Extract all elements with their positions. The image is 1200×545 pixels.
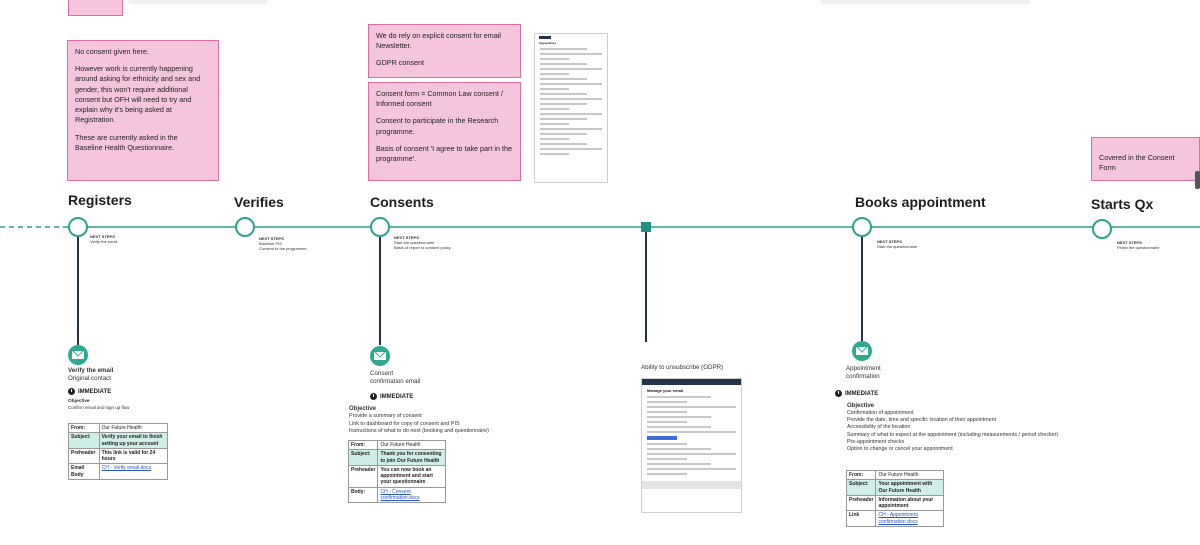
connector-unsubscribe	[645, 232, 647, 342]
unsubscribe-title: Ability to unsubscribe (GDPR)	[641, 364, 724, 371]
stage-title-books-appointment: Books appointment	[855, 194, 986, 210]
consent-email-title: Consent confirmation email	[370, 370, 421, 386]
consent-email-timing: IMMEDIATE	[370, 393, 413, 400]
top-shadow-right	[820, 0, 1030, 4]
email-icon[interactable]	[370, 346, 390, 366]
stage-node-registers[interactable]	[68, 217, 88, 237]
connector-registers	[77, 237, 79, 345]
clock-icon	[370, 393, 377, 400]
unsubscribe-page-thumbnail[interactable]: Manage your email	[641, 378, 742, 513]
clock-icon	[835, 390, 842, 397]
verify-email-objective: Objective Confirm email and sign up flow	[68, 399, 130, 411]
verify-email-table: From:Our Future Health Subject:Verify yo…	[68, 422, 169, 480]
note-newsletter-consent[interactable]: We do rely on explicit consent for email…	[368, 24, 521, 78]
next-steps-starts-qx: NEXT STEPS Finish the questionnaire	[1117, 240, 1160, 251]
next-steps-registers: NEXT STEPS Verify the email	[90, 234, 118, 245]
consent-email-table: From:Our Future Health Subject:Thank you…	[347, 439, 446, 503]
stage-node-verifies[interactable]	[235, 217, 255, 237]
stage-node-starts-qx[interactable]	[1092, 219, 1112, 239]
timeline-square-marker	[641, 222, 651, 232]
verify-email-title: Verify the email Original contact	[68, 367, 114, 383]
stage-title-starts-qx: Starts Qx	[1091, 196, 1154, 212]
stage-node-consents[interactable]	[370, 217, 390, 237]
consent-email-doc-link[interactable]: CH - Consent confirmation.docx	[380, 488, 420, 501]
next-steps-consents: NEXT STEPS Start the questionnaire Basis…	[394, 235, 451, 251]
sticky-top-fragment	[68, 0, 123, 16]
next-steps-books-appointment: NEXT STEPS Start the questionnaire	[877, 239, 918, 250]
note-starts-qx[interactable]: Covered in the Consent Form	[1091, 137, 1200, 181]
thumbnail-heading: Appendices	[539, 41, 557, 45]
next-steps-verifies: NEXT STEPS Baseline PIS Consent to the p…	[259, 236, 307, 252]
consent-email-objective: Objective Provide a summary of consent L…	[349, 406, 489, 434]
scroll-handle[interactable]	[1195, 171, 1200, 189]
appointment-email-title: Appointment confirmation	[846, 365, 881, 381]
connector-books-appointment	[861, 237, 863, 341]
email-icon[interactable]	[852, 341, 872, 361]
verify-email-timing: IMMEDIATE	[68, 388, 111, 395]
consent-document-thumbnail[interactable]: Appendices	[534, 33, 608, 183]
thumbnail-heading: Manage your email	[647, 388, 684, 393]
appointment-email-objective: Objective Confirmation of appointment Pr…	[847, 403, 1059, 452]
stage-title-verifies: Verifies	[234, 194, 284, 210]
appointment-email-timing: IMMEDIATE	[835, 390, 878, 397]
appointment-email-doc-link[interactable]: CH - Appointment confirmation.docx	[878, 512, 918, 525]
email-icon[interactable]	[68, 345, 88, 365]
connector-consents	[379, 237, 381, 345]
top-shadow-left	[128, 0, 268, 4]
stage-title-consents: Consents	[370, 194, 434, 210]
verify-email-doc-link[interactable]: CH - Verify email.docx	[101, 465, 152, 472]
note-registers[interactable]: No consent given here. However work is c…	[67, 40, 219, 181]
note-consent-form[interactable]: Consent form = Common Law consent / Info…	[368, 82, 521, 181]
stage-title-registers: Registers	[68, 192, 132, 208]
appointment-email-table: From:Our Future Health Subject:Your appo…	[845, 469, 944, 527]
clock-icon	[68, 388, 75, 395]
stage-node-books-appointment[interactable]	[852, 217, 872, 237]
